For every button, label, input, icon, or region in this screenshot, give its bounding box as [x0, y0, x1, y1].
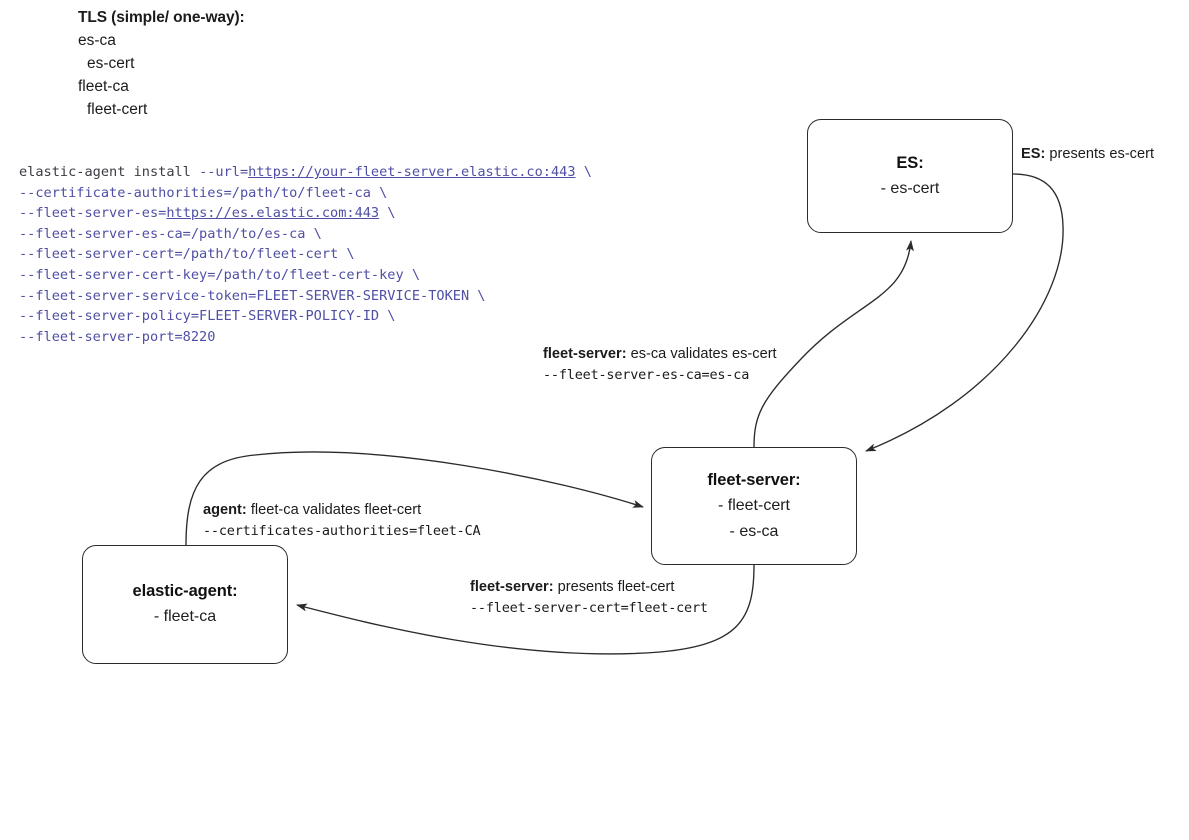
edge-label-es-presents: ES: presents es-cert — [1021, 144, 1154, 165]
edge-label-agent-validates-flag: --certificates-authorities=fleet-CA — [203, 523, 481, 539]
edge-fleetserver-to-agent — [296, 564, 755, 655]
code-continuation-1: \ — [575, 164, 592, 180]
edge-label-fleetserver-presents-text: presents fleet-cert — [553, 579, 675, 595]
code-line-3: --fleet-server-es=https://es.elastic.com… — [19, 203, 592, 224]
code-continuation-3: \ — [379, 205, 396, 222]
code-flag-url: --url= — [199, 164, 249, 180]
code-line-4: --fleet-server-es-ca=/path/to/es-ca \ — [19, 225, 322, 242]
code-line-9: --fleet-server-port=8220 — [19, 328, 216, 345]
edge-label-fleetserver-validates-text: es-ca validates es-cert — [626, 346, 777, 362]
node-elasticsearch[interactable]: ES: - es-cert — [807, 119, 1013, 233]
edge-label-fleetserver-presents: fleet-server: presents fleet-cert --fleet… — [470, 577, 708, 619]
node-fleet-server-line-1: - fleet-cert — [717, 496, 790, 514]
node-elasticsearch-title: ES: — [896, 153, 924, 172]
install-command-block: elastic-agent install --url=https://your… — [19, 162, 592, 347]
code-flag-fleet-server-es: --fleet-server-es= — [19, 205, 167, 222]
node-elastic-agent[interactable]: elastic-agent: - fleet-ca — [82, 545, 288, 664]
edge-label-fleetserver-presents-actor: fleet-server: — [470, 579, 554, 595]
node-fleet-server-title: fleet-server: — [707, 470, 801, 489]
legend-item-fleet-ca: fleet-ca — [78, 78, 129, 95]
node-elastic-agent-title: elastic-agent: — [132, 582, 238, 600]
tls-legend: TLS (simple/ one-way): es-ca es-cert fle… — [78, 6, 245, 121]
edge-label-fleetserver-presents-line1: fleet-server: presents fleet-cert — [470, 577, 708, 598]
edge-label-fleetserver-presents-flag: --fleet-server-cert=fleet-cert — [470, 600, 708, 616]
legend-item-fleet-cert: fleet-cert — [87, 101, 148, 118]
code-line-7: --fleet-server-service-token=FLEET-SERVE… — [19, 287, 486, 304]
edge-label-agent-validates-actor: agent: — [203, 502, 247, 518]
code-line-2: --certificate-authorities=/path/to/fleet… — [19, 184, 388, 201]
node-elastic-agent-line-1: - fleet-ca — [153, 608, 217, 625]
code-line-6: --fleet-server-cert-key=/path/to/fleet-c… — [19, 266, 421, 283]
node-elasticsearch-line-1: - es-cert — [880, 179, 940, 197]
edge-label-fleetserver-validates-actor: fleet-server: — [543, 346, 627, 362]
edge-label-agent-validates-line1: agent: fleet-ca validates fleet-cert — [203, 500, 480, 521]
fleet-server-url-link[interactable]: https://your-fleet-server.elastic.co:443 — [248, 164, 576, 180]
legend-title: TLS (simple/ one-way): — [78, 9, 245, 26]
edge-label-es-presents-actor: ES: — [1021, 146, 1046, 162]
legend-item-es-cert: es-cert — [87, 55, 135, 72]
edge-agent-to-fleetserver — [185, 451, 644, 546]
node-fleet-server-line-2: - es-ca — [729, 522, 779, 540]
edge-es-to-fleetserver — [865, 173, 1064, 452]
edge-fleetserver-to-es — [753, 240, 914, 448]
edge-label-agent-validates: agent: fleet-ca validates fleet-cert --ce… — [203, 500, 481, 542]
legend-item-es-ca: es-ca — [78, 32, 116, 49]
edge-label-agent-validates-text: fleet-ca validates fleet-cert — [246, 502, 422, 518]
code-line-5: --fleet-server-cert=/path/to/fleet-cert … — [19, 246, 355, 263]
edge-label-fleetserver-validates-flag: --fleet-server-es-ca=es-ca — [543, 367, 750, 383]
edge-label-fleetserver-validates: fleet-server: es-ca validates es-cert --f… — [543, 344, 777, 386]
elasticsearch-url-link[interactable]: https://es.elastic.com:443 — [166, 205, 380, 222]
node-fleet-server[interactable]: fleet-server: - fleet-cert - es-ca — [651, 447, 857, 565]
code-line-8: --fleet-server-policy=FLEET-SERVER-POLIC… — [19, 308, 396, 325]
code-command: elastic-agent install — [19, 164, 200, 180]
edge-label-fleetserver-validates-line1: fleet-server: es-ca validates es-cert — [543, 344, 777, 365]
code-line-1: elastic-agent install --url=https://your… — [19, 162, 592, 183]
edge-label-es-presents-text: presents es-cert — [1045, 146, 1155, 162]
